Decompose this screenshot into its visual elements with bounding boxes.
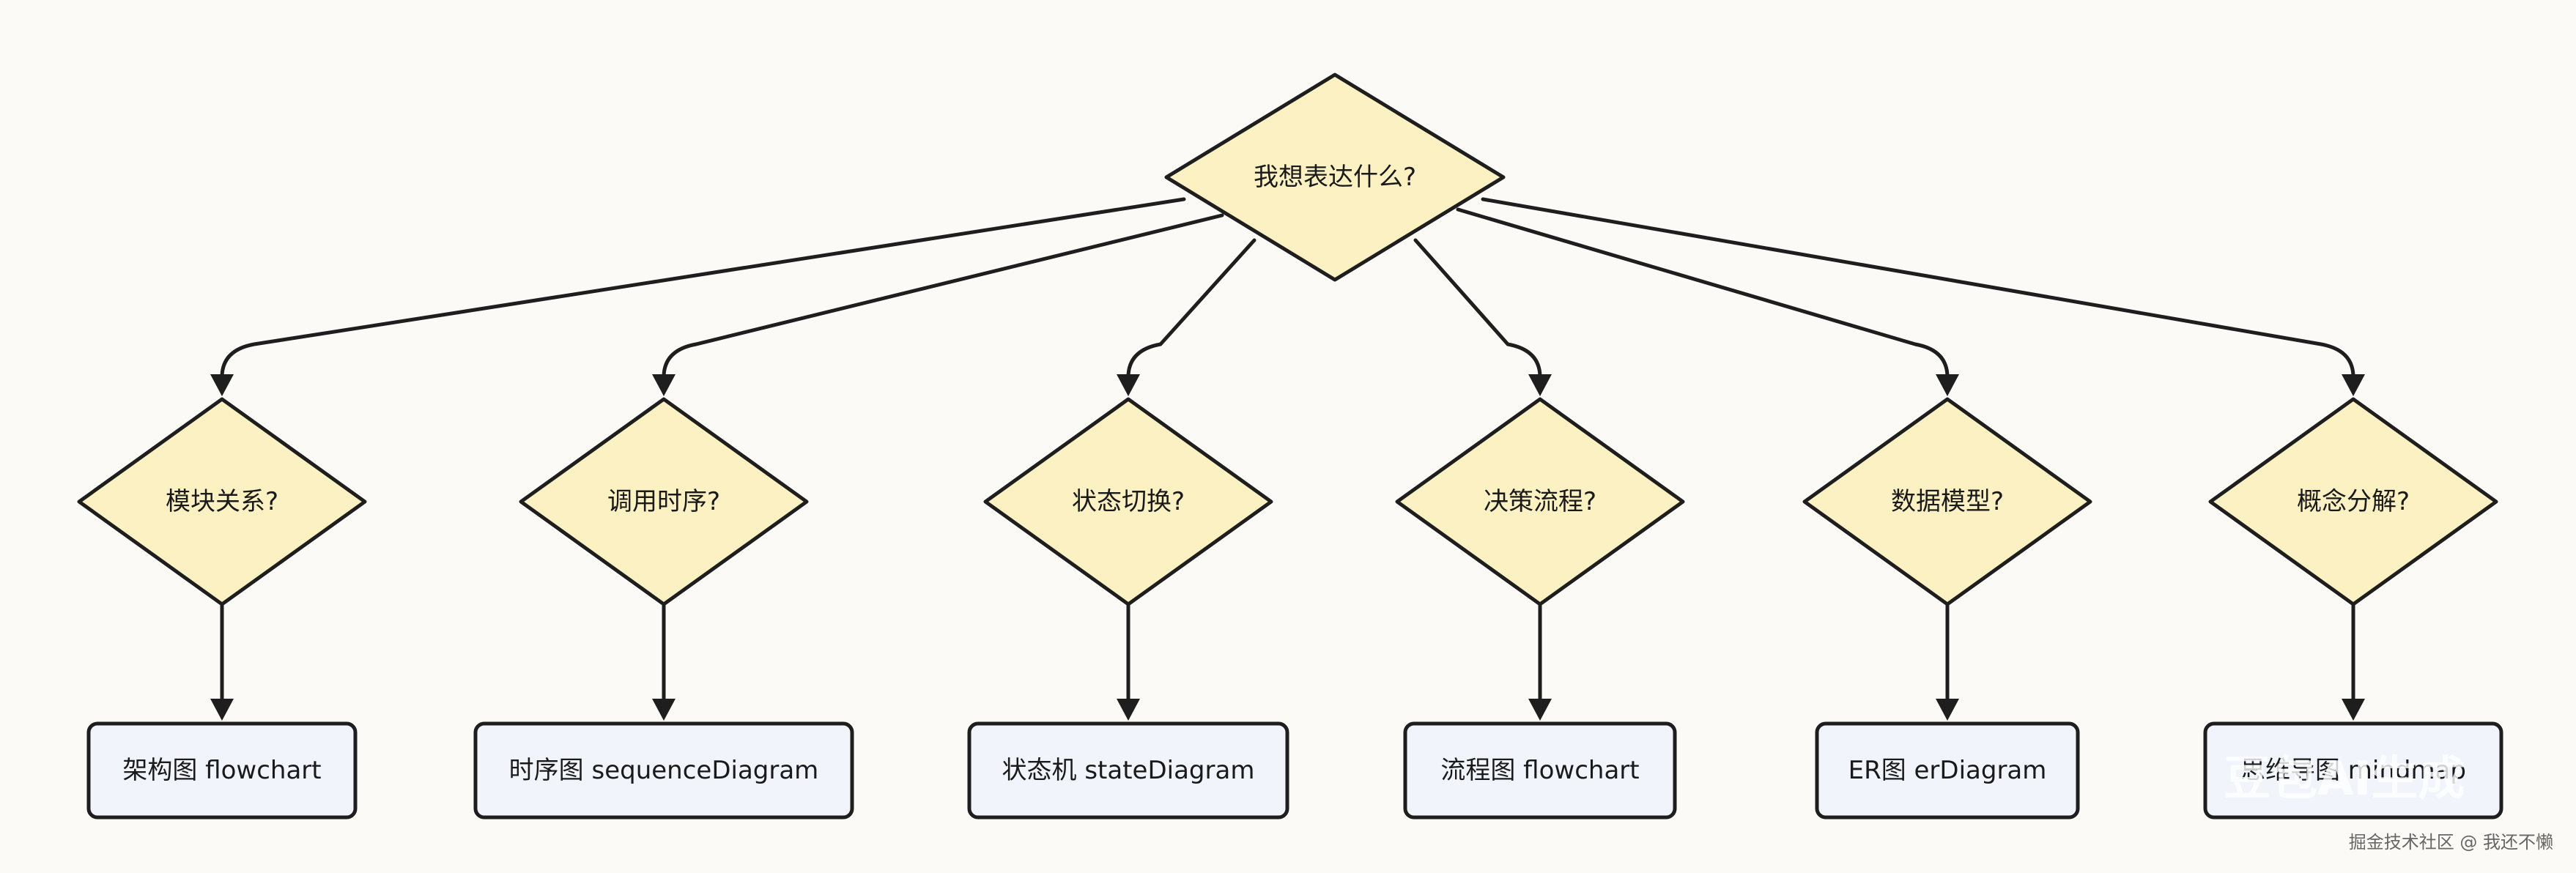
question-diamond (2208, 397, 2498, 606)
question-diamond (519, 397, 809, 606)
arrowhead-result-5 (1936, 699, 1959, 721)
result-label: 架构图 flowchart (122, 756, 321, 785)
question-label: 模块关系? (166, 487, 278, 516)
question-diamond (983, 397, 1273, 606)
question-decision-node: 调用时序? (519, 397, 809, 606)
question-diamond (77, 397, 367, 606)
diagram-nodes: 我想表达什么? 模块关系? 架构图 flowchart 调用时序? 时序图 sequen… (77, 73, 2503, 820)
result-box (2203, 721, 2503, 820)
result-box (473, 721, 854, 820)
result-diagram-node: 流程图 flowchart (1403, 721, 1677, 820)
question-decision-node: 数据模型? (1802, 397, 2092, 606)
root-diamond (1164, 73, 1506, 282)
arrowhead-question-4 (1528, 374, 1552, 396)
watermark: 豆包AI生成 (2224, 752, 2465, 806)
result-label: 时序图 sequenceDiagram (509, 756, 819, 785)
question-label: 决策流程? (1484, 487, 1596, 516)
result-diagram-node: 状态机 stateDiagram (967, 721, 1289, 820)
question-label: 数据模型? (1891, 487, 2004, 516)
result-label: ER图 erDiagram (1848, 756, 2047, 785)
root-decision-node: 我想表达什么? (1164, 73, 1506, 282)
result-diagram-node: 思维导图 mindmap (2203, 721, 2503, 820)
result-box (86, 721, 358, 820)
result-diagram-node: 时序图 sequenceDiagram (473, 721, 854, 820)
edge-root-to-question-2 (662, 213, 1224, 379)
arrowhead-result-6 (2342, 699, 2365, 721)
result-label: 流程图 flowchart (1440, 756, 1639, 785)
question-label: 调用时序? (607, 487, 720, 516)
result-label: 思维导图 mindmap (2240, 756, 2466, 785)
result-box (1815, 721, 2080, 820)
question-label: 概念分解? (2297, 487, 2410, 516)
edge-root-to-question-3 (1126, 238, 1256, 379)
diagram-edges (210, 197, 2365, 721)
question-decision-node: 模块关系? (77, 397, 367, 606)
arrowhead-result-3 (1117, 699, 1140, 721)
edge-root-to-question-1 (220, 197, 1186, 379)
credit-text: 掘金技术社区 @ 我还不懒 (2349, 832, 2553, 852)
question-decision-node: 状态切换? (983, 397, 1273, 606)
question-decision-node: 概念分解? (2208, 397, 2498, 606)
arrowhead-question-2 (652, 374, 676, 396)
result-box (1403, 721, 1677, 820)
question-diamond (1395, 397, 1685, 606)
arrowhead-result-4 (1528, 699, 1552, 721)
arrowhead-result-2 (652, 699, 676, 721)
edge-root-to-question-4 (1413, 238, 1542, 379)
root-question-label: 我想表达什么? (1254, 163, 1416, 192)
arrowhead-result-1 (210, 699, 234, 721)
result-label: 状态机 stateDiagram (1002, 756, 1255, 785)
question-diamond (1802, 397, 2092, 606)
arrowhead-question-5 (1936, 374, 1959, 396)
result-box (967, 721, 1289, 820)
question-decision-node: 决策流程? (1395, 397, 1685, 606)
result-diagram-node: ER图 erDiagram (1815, 721, 2080, 820)
edge-root-to-question-5 (1456, 207, 1950, 379)
arrowhead-question-3 (1117, 374, 1140, 396)
question-label: 状态切换? (1072, 487, 1185, 516)
result-diagram-node: 架构图 flowchart (86, 721, 358, 820)
arrowhead-question-1 (210, 374, 234, 396)
edge-root-to-question-6 (1481, 197, 2355, 379)
arrowhead-question-6 (2342, 374, 2365, 396)
